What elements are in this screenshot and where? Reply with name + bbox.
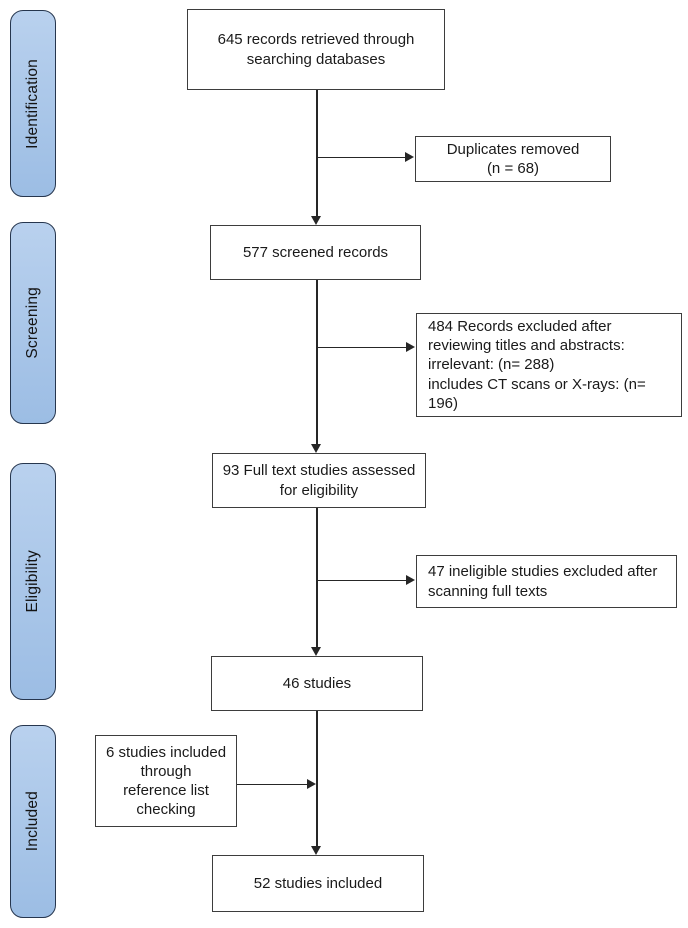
connector-line xyxy=(316,280,318,445)
stage-identification-label: Identification xyxy=(24,58,41,149)
connector-line xyxy=(316,90,318,217)
box-screened-records: 577 screened records xyxy=(210,225,421,280)
box-studies-after-fulltext: 46 studies xyxy=(211,656,423,711)
arrowhead-right-icon xyxy=(406,575,415,585)
stage-identification: Identification xyxy=(10,10,56,197)
connector-line xyxy=(316,508,318,648)
box-reference-list-included: 6 studies included through reference lis… xyxy=(95,735,237,827)
connector-line xyxy=(317,157,406,159)
connector-line xyxy=(317,347,406,349)
stage-included-label: Included xyxy=(24,791,41,852)
arrowhead-down-icon xyxy=(311,647,321,656)
connector-line xyxy=(316,711,318,847)
stage-screening-label: Screening xyxy=(24,287,41,359)
connector-line xyxy=(237,784,308,786)
box-ineligible-excluded: 47 ineligible studies excluded after sca… xyxy=(416,555,677,608)
arrowhead-right-icon xyxy=(405,152,414,162)
box-studies-included: 52 studies included xyxy=(212,855,424,912)
box-duplicates-removed: Duplicates removed (n = 68) xyxy=(415,136,611,182)
box-records-excluded: 484 Records excluded after reviewing tit… xyxy=(416,313,682,417)
box-fulltext-assessed: 93 Full text studies assessed for eligib… xyxy=(212,453,426,508)
arrowhead-right-icon xyxy=(406,342,415,352)
arrowhead-down-icon xyxy=(311,846,321,855)
stage-screening: Screening xyxy=(10,222,56,424)
arrowhead-down-icon xyxy=(311,216,321,225)
arrowhead-down-icon xyxy=(311,444,321,453)
stage-eligibility-label: Eligibility xyxy=(24,550,41,613)
stage-eligibility: Eligibility xyxy=(10,463,56,700)
connector-line xyxy=(317,580,406,582)
arrowhead-right-icon xyxy=(307,779,316,789)
box-records-retrieved: 645 records retrieved through searching … xyxy=(187,9,445,90)
stage-included: Included xyxy=(10,725,56,918)
